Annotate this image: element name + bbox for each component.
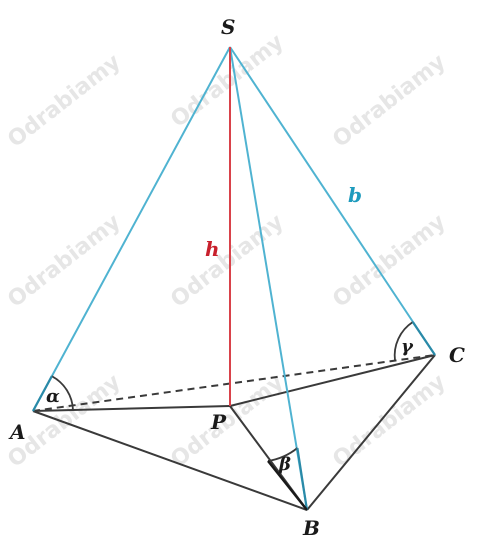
edge-SC-highlight xyxy=(411,321,436,356)
height-label: h xyxy=(205,237,220,261)
edge-SA xyxy=(32,46,231,412)
edge-PB-highlight xyxy=(267,460,308,511)
angle-beta-label: β xyxy=(278,454,291,475)
edge-SB xyxy=(229,46,308,511)
edge-AB xyxy=(32,410,308,511)
edge-label: b xyxy=(348,183,362,207)
edge-BC xyxy=(306,354,436,511)
edge-SC xyxy=(229,46,436,356)
watermark-text: Odrabiamy xyxy=(166,370,288,473)
angle-alpha-arc xyxy=(51,375,74,411)
angle-alpha-label: α xyxy=(46,386,60,407)
segment-AP xyxy=(32,405,231,412)
segment-PC xyxy=(229,354,436,407)
point-label-P: P xyxy=(210,410,227,434)
watermark-text: Odrabiamy xyxy=(328,370,450,473)
watermark-text: Odrabiamy xyxy=(328,210,450,313)
watermark-text: Odrabiamy xyxy=(328,50,450,153)
watermark-text: Odrabiamy xyxy=(166,210,288,313)
vertex-label-B: B xyxy=(302,516,320,540)
edge-AC-hidden xyxy=(32,354,436,412)
watermark-text: Odrabiamy xyxy=(3,50,125,153)
vertex-label-C: C xyxy=(449,343,465,367)
angle-gamma-arc xyxy=(393,321,414,361)
vertex-label-A: A xyxy=(8,420,26,444)
vertex-label-S: S xyxy=(221,15,235,39)
edge-SB-highlight xyxy=(296,447,309,511)
angle-gamma-label: γ xyxy=(401,336,414,357)
watermark-text: Odrabiamy xyxy=(166,30,288,133)
edge-SA-highlight xyxy=(32,375,53,412)
watermark-text: Odrabiamy xyxy=(3,210,125,313)
